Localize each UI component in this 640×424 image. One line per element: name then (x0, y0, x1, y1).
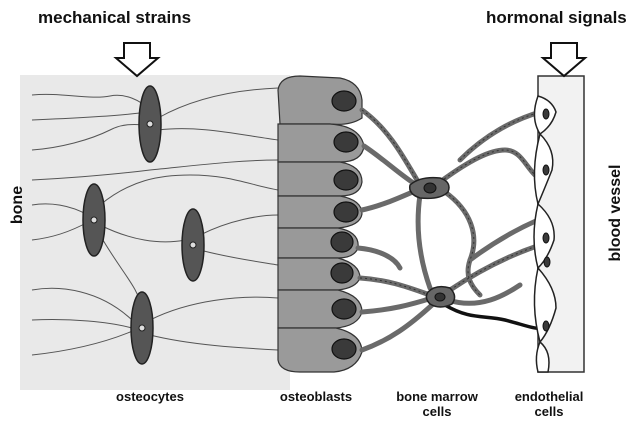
osteocyte (131, 292, 153, 364)
osteocyte (182, 209, 204, 281)
vessel-link-process (445, 305, 545, 328)
bone-marrow-cell (410, 178, 449, 199)
bone-marrow-cells-label: bone marrow cells (384, 389, 490, 419)
hormonal-signals-label: hormonal signals (486, 8, 627, 28)
bone-label: bone (9, 183, 27, 227)
mechanical-strains-label: mechanical strains (38, 8, 191, 28)
mechanical-strains-arrow (116, 43, 158, 76)
blood-vessel-label: blood vessel (607, 158, 625, 268)
osteoblasts-label: osteoblasts (264, 389, 368, 404)
osteocyte (83, 184, 105, 256)
osteoblasts-group (278, 76, 364, 372)
hormonal-signals-arrow (543, 43, 585, 76)
osteocyte (139, 86, 161, 162)
marrow-processes (358, 110, 540, 350)
osteocytes-label: osteocytes (110, 389, 190, 404)
bone-marrow-cell (426, 287, 454, 307)
endothelial-cells-label: endothelial cells (508, 389, 590, 419)
